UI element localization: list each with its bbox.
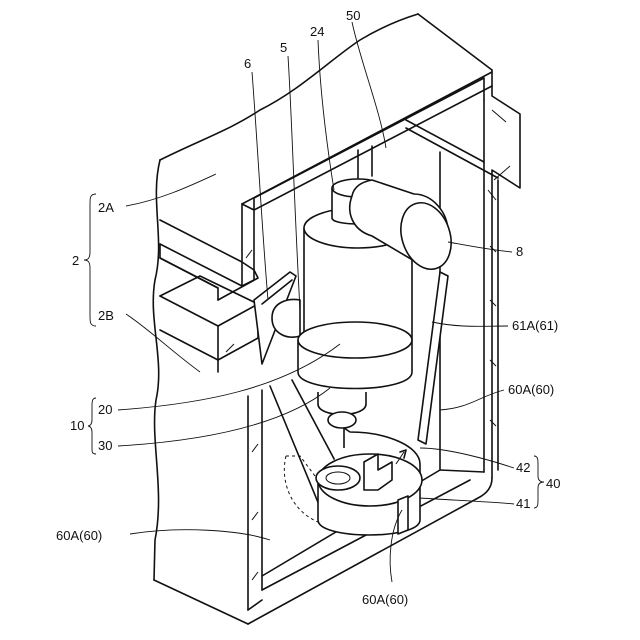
- label-40: 40: [546, 476, 560, 491]
- label-60A-left: 60A(60): [56, 528, 102, 543]
- label-50: 50: [346, 8, 360, 23]
- label-41: 41: [516, 496, 530, 511]
- label-61A: 61A(61): [512, 318, 558, 333]
- label-60A-right: 60A(60): [508, 382, 554, 397]
- label-30: 30: [98, 438, 112, 453]
- bracket-6: [254, 272, 300, 364]
- label-60A-bottom: 60A(60): [362, 592, 408, 607]
- label-42: 42: [516, 460, 530, 475]
- rotary-mechanism-40: [284, 428, 422, 535]
- label-2B: 2B: [98, 308, 114, 323]
- label-24: 24: [310, 24, 324, 39]
- lower-wall-2B: [160, 276, 258, 372]
- label-2: 2: [72, 253, 79, 268]
- label-5: 5: [280, 40, 287, 55]
- drive-part-10: [298, 322, 412, 428]
- label-2A: 2A: [98, 200, 114, 215]
- label-10: 10: [70, 418, 84, 433]
- label-20: 20: [98, 402, 112, 417]
- rod-61A: [418, 272, 448, 444]
- label-6: 6: [244, 56, 251, 71]
- label-8: 8: [516, 244, 523, 259]
